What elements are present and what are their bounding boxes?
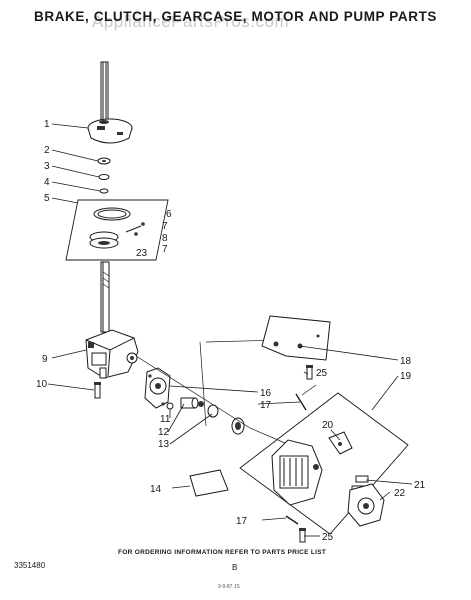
part-17-clip-lower [285,515,299,525]
part-1-brake-shaft [87,61,133,144]
part-22-pump [347,483,385,527]
callout-2: 2 [44,145,50,156]
callout-11: 11 [160,414,171,425]
callout-20: 20 [322,420,334,431]
ordering-info-note: FOR ORDERING INFORMATION REFER TO PARTS … [118,549,327,556]
motor [271,439,323,506]
callout-7-upper: 7 [162,221,168,232]
callout-5: 5 [44,193,50,204]
callout-23: 23 [136,248,148,259]
callout-13: 13 [158,439,170,450]
part-20-bracket [328,431,353,455]
diagram-title: BRAKE, CLUTCH, GEARCASE, MOTOR AND PUMP … [34,9,438,24]
watermark: AppliancePartsPros.com [92,12,290,31]
callout-16: 16 [260,388,272,399]
callout-14: 14 [150,484,162,495]
part-13-coupling [207,404,245,435]
leader-lines [47,123,413,537]
part-19-motor-assembly-box [239,392,409,535]
callout-22: 22 [394,488,406,499]
part-2-washer [97,157,111,165]
document-number: 3351480 [14,561,46,570]
callout-7-lower: 7 [162,244,168,255]
callout-4: 4 [44,177,50,188]
part-11-washer [166,402,174,410]
callout-12: 12 [158,427,170,438]
part-25-screw-upper [306,365,313,380]
callout-numbers: 1 2 3 4 5 6 7 8 7 23 9 10 11 12 13 14 16… [36,119,426,543]
part-12-seal [180,397,204,409]
callout-6: 6 [166,209,172,220]
callout-1: 1 [44,119,50,130]
callout-8: 8 [162,233,168,244]
part-18-gasket [261,315,331,361]
part-10-bolt [94,382,101,399]
callout-9: 9 [42,354,48,365]
part-4-ring [99,188,109,194]
callout-25-lower: 25 [322,532,334,543]
callout-17-upper: 17 [260,400,272,411]
part-16-mounting-plate [144,367,171,409]
transmission-shaft [100,261,110,333]
part-5-clutch-assembly [65,199,169,261]
part-9-gearcase [85,329,139,379]
part-14-cover [189,469,229,497]
page-letter: B [232,563,238,572]
part-3-ring [98,174,110,180]
callout-19: 19 [400,371,412,382]
print-code: 9-9-87 JS [218,584,240,590]
callout-10: 10 [36,379,48,390]
callout-18: 18 [400,356,412,367]
callout-25-upper: 25 [316,368,328,379]
part-17-clip-upper [295,393,307,411]
part-25-screw-lower [299,528,306,543]
callout-17-lower: 17 [236,516,248,527]
callout-3: 3 [44,161,50,172]
callout-21: 21 [414,480,426,491]
